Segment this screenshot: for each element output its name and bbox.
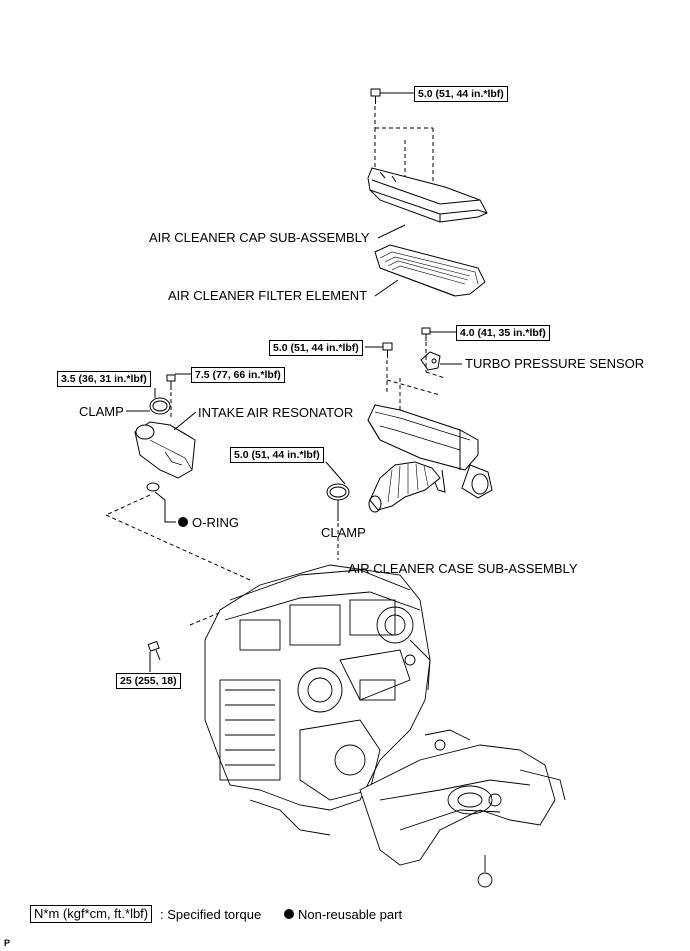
label-clamp-mid: CLAMP xyxy=(321,525,366,540)
hose-clamp-icon xyxy=(326,483,350,501)
label-o-ring: O-RING xyxy=(192,515,239,530)
label-air-cleaner-case: AIR CLEANER CASE SUB-ASSEMBLY xyxy=(348,561,578,576)
label-turbo-pressure-sensor: TURBO PRESSURE SENSOR xyxy=(465,356,645,371)
sensor-bolt-icon xyxy=(421,327,431,341)
corner-mark: P xyxy=(4,938,11,948)
hose-clamp-torque: 5.0 (51, 44 in.*lbf) xyxy=(230,447,324,463)
engine-bolt-icon xyxy=(147,640,161,661)
o-ring-icon xyxy=(146,482,160,492)
engine-assembly-shape xyxy=(204,564,431,836)
legend-nonreusable-text: Non-reusable part xyxy=(298,907,403,922)
air-cleaner-cap-shape xyxy=(367,167,488,223)
label-intake-air-resonator: INTAKE AIR RESONATOR xyxy=(198,405,354,420)
resonator-clamp-icon xyxy=(149,397,171,415)
intake-air-resonator-shape xyxy=(134,421,196,479)
label-air-filter-element: AIR CLEANER FILTER ELEMENT xyxy=(168,288,368,303)
case-guide-lines xyxy=(386,342,446,420)
legend-torque-text: : Specified torque xyxy=(160,907,262,922)
resonator-guide-lines xyxy=(105,392,339,626)
engine-bolt-torque: 25 (255, 18) xyxy=(116,673,181,689)
cap-bolt-icon xyxy=(370,88,381,104)
air-filter-element-shape xyxy=(374,244,486,297)
label-clamp-left: CLAMP xyxy=(79,404,124,419)
non-reusable-dot-icon xyxy=(284,909,294,919)
case-bolt-torque: 5.0 (51, 44 in.*lbf) xyxy=(269,340,363,356)
cap-bolt-torque: 5.0 (51, 44 in.*lbf) xyxy=(414,86,508,102)
oring-non-reusable-dot-icon xyxy=(178,517,188,527)
case-bolt-icon xyxy=(382,342,393,358)
air-cleaner-case-shape xyxy=(367,404,493,499)
resonator-bolt-torque: 7.5 (77, 66 in.*lbf) xyxy=(191,367,285,383)
resonator-clamp-torque: 3.5 (36, 31 in.*lbf) xyxy=(57,371,151,387)
suspension-member-shape xyxy=(359,729,566,888)
sensor-bolt-torque: 4.0 (41, 35 in.*lbf) xyxy=(456,325,550,341)
label-air-cleaner-cap: AIR CLEANER CAP SUB-ASSEMBLY xyxy=(149,230,370,245)
legend-torque-unit: N*m (kgf*cm, ft.*lbf) xyxy=(30,905,153,923)
turbo-pressure-sensor-shape xyxy=(420,351,441,371)
resonator-bolt-icon xyxy=(166,374,176,390)
intake-hose-shape xyxy=(368,461,441,513)
